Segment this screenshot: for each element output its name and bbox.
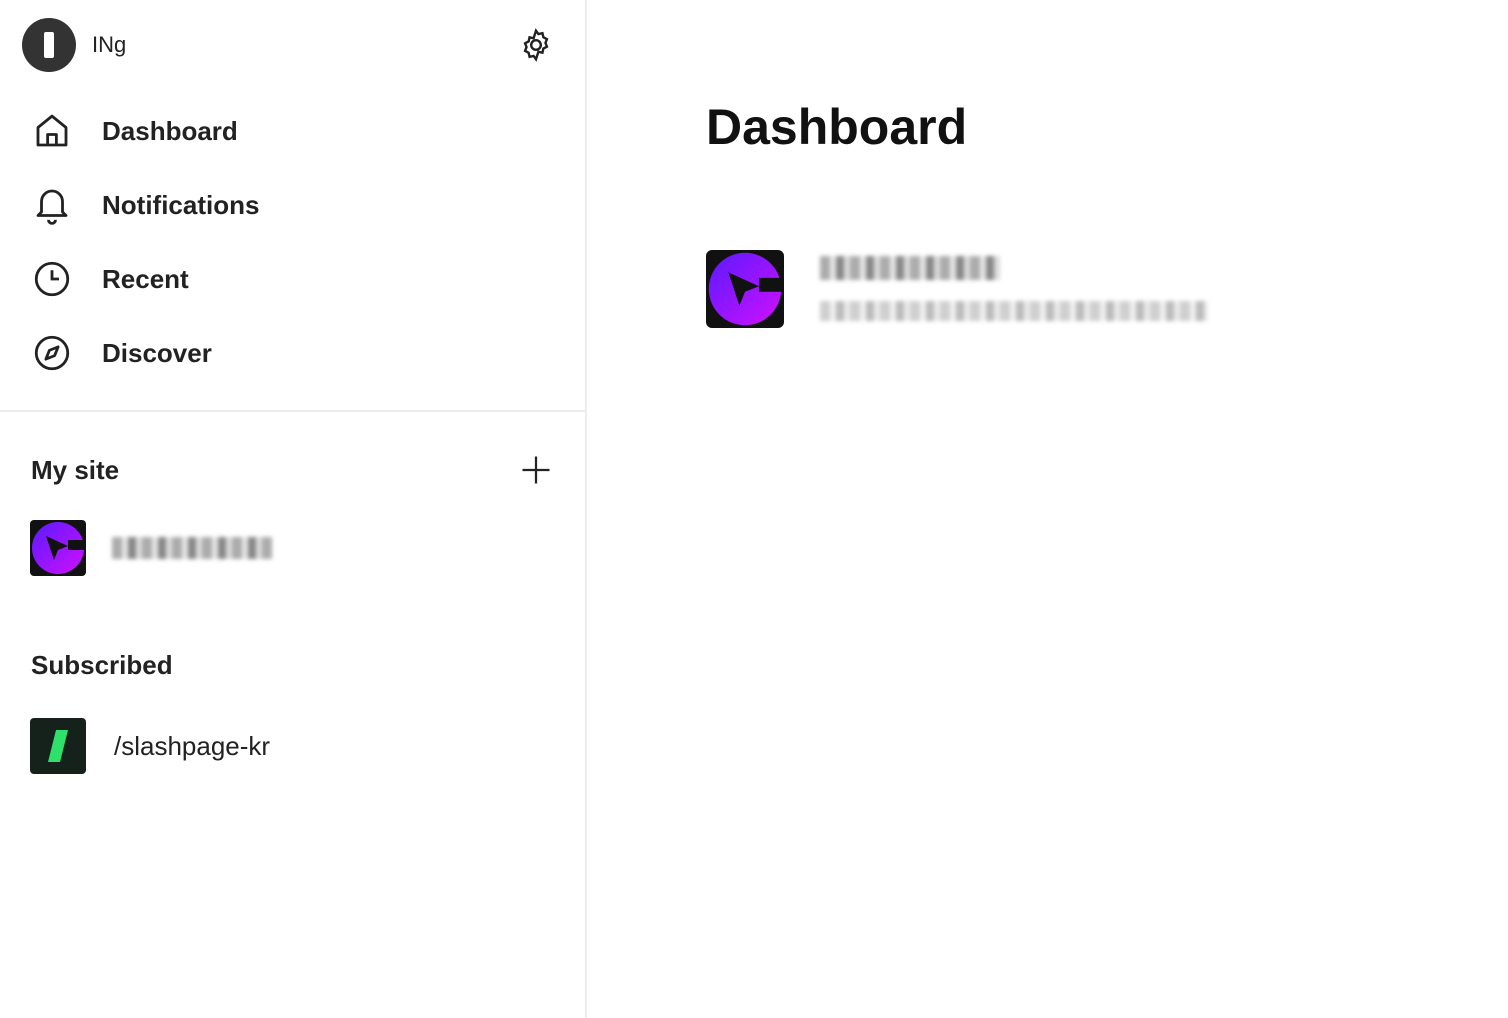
- bell-icon: [36, 189, 68, 225]
- my-site-heading: My site: [31, 455, 120, 485]
- subscribed-heading: Subscribed: [31, 650, 173, 680]
- nav-label: Dashboard: [102, 115, 238, 146]
- slashpage-logo: [30, 718, 86, 774]
- site-logo: [30, 520, 86, 576]
- nav-item-recent[interactable]: Recent: [0, 242, 585, 316]
- user-name: INg: [92, 32, 127, 57]
- nav-item-discover[interactable]: Discover: [0, 316, 585, 390]
- gear-icon[interactable]: [518, 27, 554, 63]
- subscribed-item[interactable]: /slashpage-kr: [30, 718, 270, 774]
- my-site-item[interactable]: [30, 520, 272, 576]
- subscribed-label: /slashpage-kr: [114, 730, 271, 761]
- nav-label: Recent: [102, 263, 189, 294]
- add-site-icon[interactable]: [518, 452, 554, 488]
- site-card[interactable]: [706, 250, 1208, 328]
- page-title: Dashboard: [706, 99, 968, 155]
- site-card-title-redacted: [820, 256, 1000, 280]
- home-icon: [36, 114, 68, 147]
- nav-label: Notifications: [102, 189, 260, 220]
- divider: [0, 410, 585, 412]
- site-card-subtitle-redacted: [820, 301, 1208, 321]
- nav-item-dashboard[interactable]: Dashboard: [0, 94, 585, 168]
- clock-icon: [34, 261, 70, 297]
- site-card-logo: [706, 250, 784, 328]
- sidebar: INg Dashboard Notifications Recent Disco…: [0, 0, 587, 1018]
- user-avatar[interactable]: [22, 18, 76, 72]
- nav-label: Discover: [102, 337, 212, 368]
- nav-item-notifications[interactable]: Notifications: [0, 168, 585, 242]
- compass-icon: [34, 335, 70, 371]
- nav-menu: Dashboard Notifications Recent Discover: [0, 94, 585, 390]
- site-name-redacted: [112, 537, 272, 559]
